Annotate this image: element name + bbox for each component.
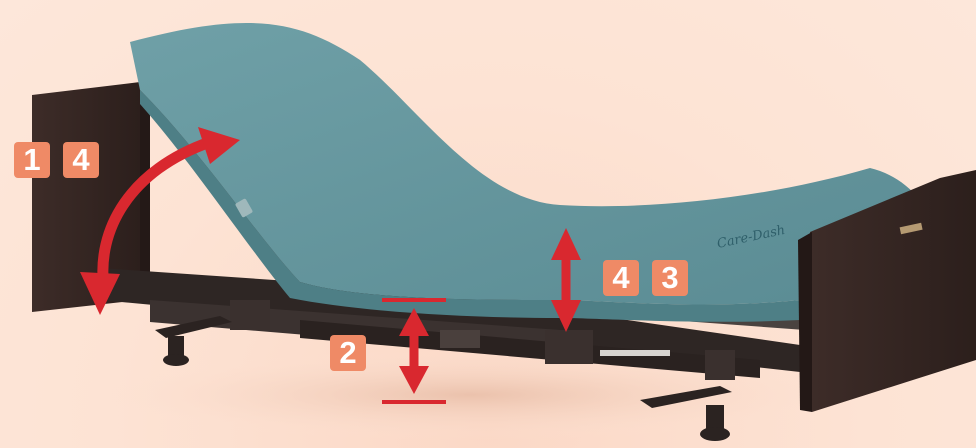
head-board bbox=[32, 82, 150, 312]
height-arrow-icon bbox=[382, 298, 446, 404]
bed-frame bbox=[100, 268, 800, 380]
badge-height-2: 2 bbox=[330, 335, 366, 371]
foot-board bbox=[798, 170, 976, 412]
back-tilt-arrow-icon bbox=[80, 127, 240, 315]
bed-legs bbox=[155, 316, 732, 441]
badge-back-1: 1 bbox=[14, 142, 50, 178]
floor-shadow bbox=[90, 350, 850, 440]
badge-knee-3: 3 bbox=[652, 260, 688, 296]
mattress: Care-Dash bbox=[130, 22, 940, 322]
badge-knee-4: 4 bbox=[603, 260, 639, 296]
badge-back-4: 4 bbox=[63, 142, 99, 178]
knee-tilt-arrow-icon bbox=[551, 228, 581, 332]
